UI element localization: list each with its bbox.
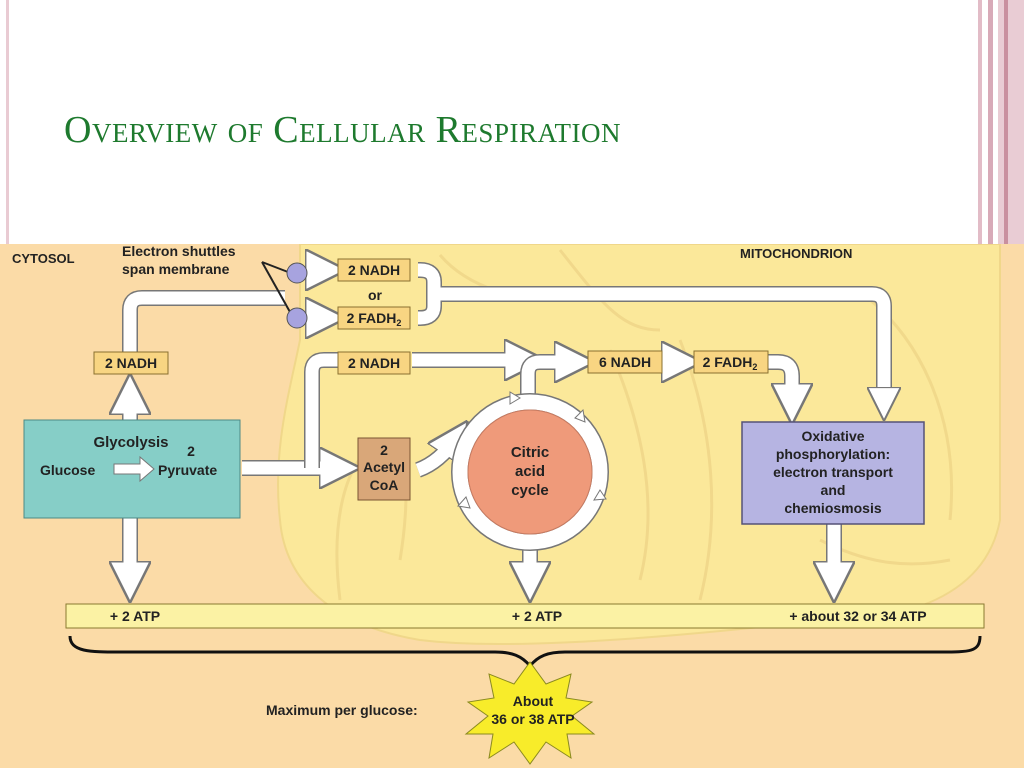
arrow-shuttles-to-oxphos — [412, 262, 884, 404]
shuttles-label-line1: Electron shuttles — [122, 244, 236, 259]
slide-title: Overview of Cellular Respiration — [64, 109, 621, 151]
citric-fadh-text: 2 FADH — [703, 354, 753, 370]
acetyl-two: 2 — [380, 442, 388, 458]
citric-nadh-box — [587, 350, 663, 374]
glucose-to-pyruvate-arrow — [113, 455, 155, 483]
respiration-diagram: CYTOSOL MITOCHONDRION Electron shuttles … — [0, 244, 1024, 768]
oxphos-line2: phosphorylation: — [776, 446, 890, 462]
electron-shuttles — [261, 261, 308, 329]
cytosol-label: CYTOSOL — [12, 251, 75, 266]
acetyl-line2: CoA — [370, 477, 399, 493]
citric-line3: cycle — [511, 482, 549, 499]
arrow-acetyl-nadh — [304, 352, 340, 468]
citric-nadh-label: 6 NADH — [599, 354, 651, 370]
slide-border-left — [6, 0, 9, 244]
oxphos-line4: and — [821, 482, 846, 498]
shuttle-nadh-label: 2 NADH — [348, 262, 400, 278]
glycolysis-two: 2 — [187, 443, 195, 459]
atp-oxphos-label: + about 32 or 34 ATP — [789, 608, 926, 624]
arrow-glycolysis-to-shuttles — [122, 290, 285, 352]
acetyl-nadh-label: 2 NADH — [348, 355, 400, 371]
glycolysis-nadh-box — [93, 351, 169, 375]
acetyl-coa-box — [357, 437, 411, 501]
glycolysis-glucose: Glucose — [40, 462, 95, 478]
shuttle-fadh-subscript: 2 — [396, 318, 401, 328]
max-atp-line1: About — [513, 693, 554, 709]
citric-fadh-subscript: 2 — [752, 362, 757, 372]
citric-acid-cycle — [451, 391, 609, 551]
citric-line2: acid — [515, 463, 545, 480]
citric-fadh-box — [693, 350, 769, 374]
max-per-glucose-label: Maximum per glucose: — [266, 702, 418, 718]
citric-line1: Citric — [511, 444, 549, 461]
oxphos-line5: chemiosmosis — [784, 500, 881, 516]
arrow-acetyl-into-cycle — [414, 438, 456, 478]
acetyl-nadh-box — [337, 351, 411, 375]
slide-border-right — [978, 0, 982, 244]
mitochondrion-label: MITOCHONDRION — [740, 246, 852, 261]
acetyl-line1: Acetyl — [363, 459, 405, 475]
oxphos-line3: electron transport — [773, 464, 893, 480]
shuttle-nadh-box — [337, 258, 411, 282]
max-atp-starburst — [464, 661, 596, 765]
max-atp-line2: 36 or 38 ATP — [491, 711, 574, 727]
arrow-fadh-to-oxphos — [768, 354, 792, 404]
shuttle-fadh-text: 2 FADH — [347, 310, 397, 326]
arrow-cycle-to-electron-carriers — [520, 362, 575, 398]
citric-fadh-label: 2 FADH2 — [703, 354, 758, 372]
glycolysis-pyruvate: Pyruvate — [158, 462, 217, 478]
glycolysis-nadh-label: 2 NADH — [105, 355, 157, 371]
glycolysis-title: Glycolysis — [93, 434, 168, 451]
atp-citric-label: + 2 ATP — [512, 608, 562, 624]
shuttle-or-label: or — [368, 287, 383, 303]
atp-glycolysis-label: + 2 ATP — [110, 608, 160, 624]
shuttle-fadh-box — [337, 306, 411, 330]
oxphos-line1: Oxidative — [801, 428, 864, 444]
shuttle-fadh-label: 2 FADH2 — [347, 310, 402, 328]
atp-bar — [65, 603, 985, 629]
shuttles-label-line2: span membrane — [122, 261, 230, 277]
oxphos-box — [741, 421, 925, 525]
